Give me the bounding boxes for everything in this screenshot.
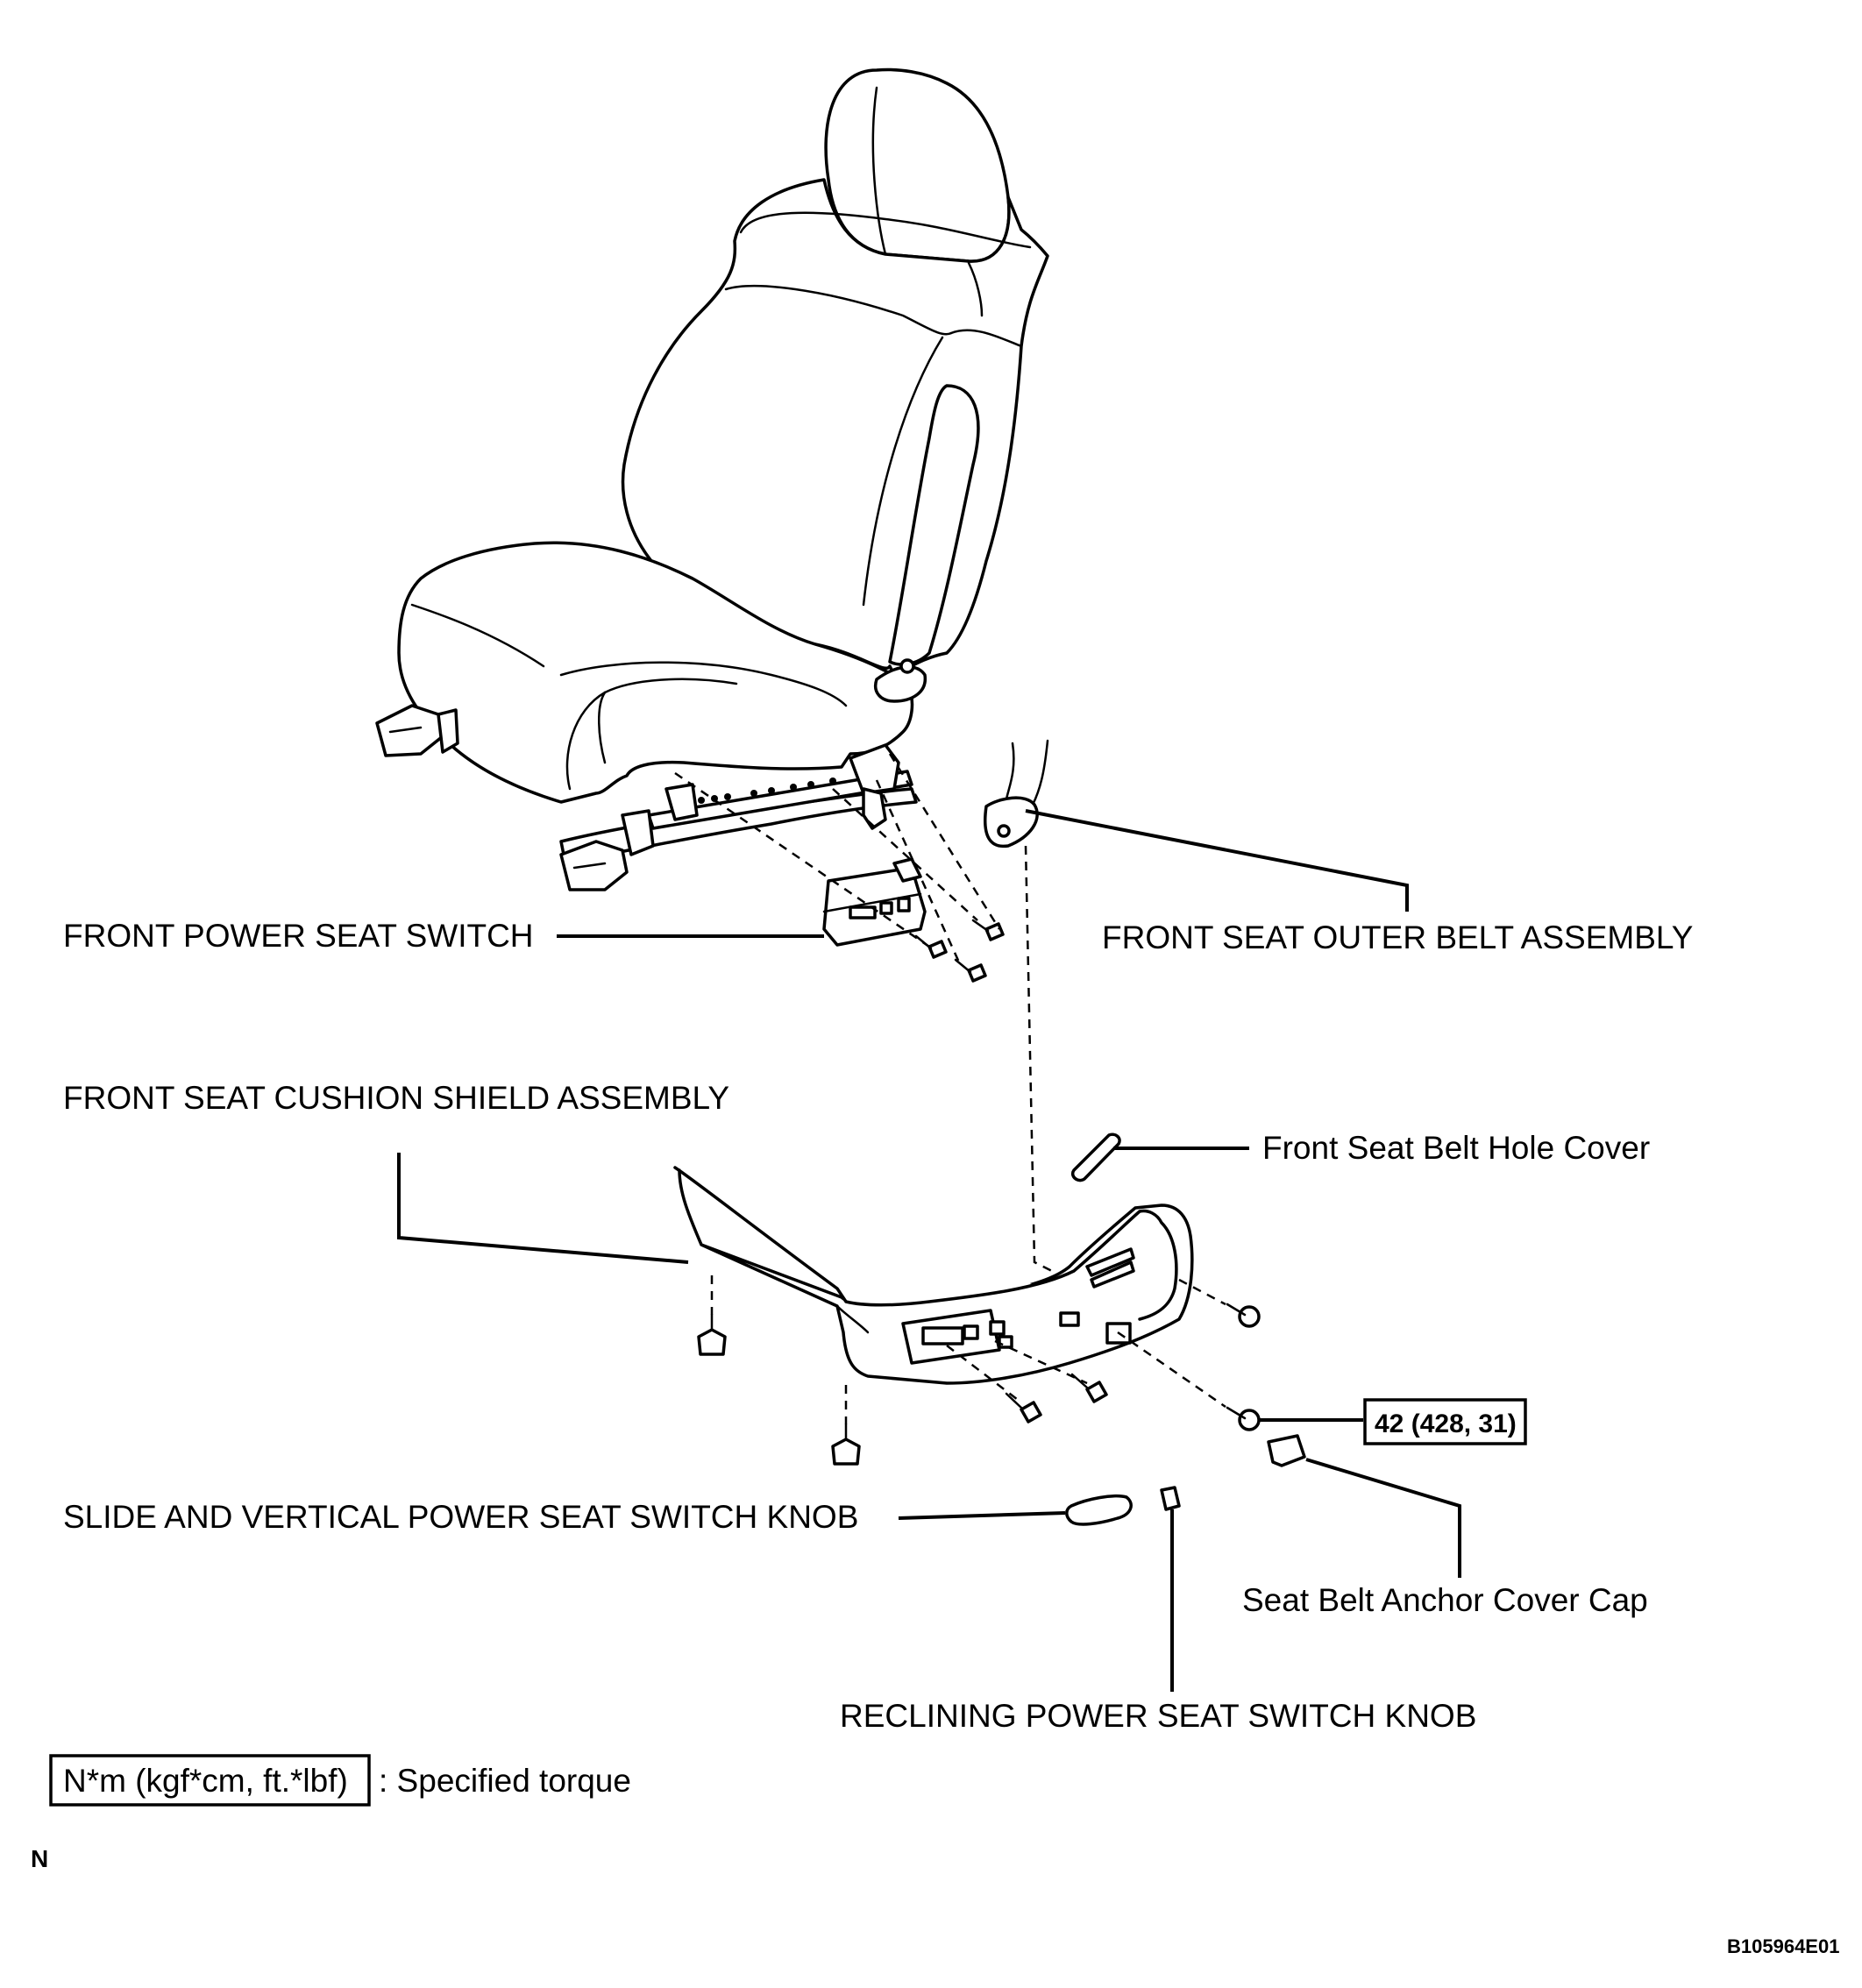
legend-unit-box bbox=[49, 1754, 371, 1807]
slide-vertical-switch-knob-part bbox=[1065, 1494, 1133, 1526]
front-seat-illustration bbox=[375, 67, 1049, 891]
torque-value-box bbox=[1363, 1398, 1527, 1445]
view-marker: N bbox=[31, 1845, 48, 1872]
label-front-seat-cushion-shield-assembly: FRONT SEAT CUSHION SHIELD ASSEMBLY bbox=[63, 1080, 729, 1116]
front-seat-cushion-shield-part bbox=[673, 1166, 1194, 1385]
screw-icon bbox=[914, 919, 1005, 983]
alignment-dashed-lines bbox=[674, 753, 1226, 1424]
label-seat-belt-anchor-cover-cap: Seat Belt Anchor Cover Cap bbox=[1242, 1582, 1648, 1618]
legend-meaning-text: : Specified torque bbox=[379, 1763, 631, 1799]
front-power-seat-switch-part bbox=[822, 857, 927, 947]
leader-lines bbox=[397, 809, 1461, 1692]
label-slide-vertical-switch-knob: SLIDE AND VERTICAL POWER SEAT SWITCH KNO… bbox=[63, 1499, 858, 1535]
label-front-seat-outer-belt-assembly: FRONT SEAT OUTER BELT ASSEMBLY bbox=[1102, 919, 1693, 955]
label-reclining-switch-knob: RECLINING POWER SEAT SWITCH KNOB bbox=[840, 1698, 1476, 1734]
label-front-power-seat-switch: FRONT POWER SEAT SWITCH bbox=[63, 918, 534, 954]
seat-belt-strap-part bbox=[984, 739, 1049, 848]
bolt-icon bbox=[697, 1303, 1261, 1466]
torque-value-label: 42 (428, 31) bbox=[1375, 1409, 1517, 1438]
label-front-seat-belt-hole-cover: Front Seat Belt Hole Cover bbox=[1262, 1130, 1650, 1166]
front-seat-belt-hole-cover-part bbox=[1071, 1132, 1121, 1182]
seat-belt-anchor-cover-cap-part bbox=[1267, 1434, 1306, 1467]
legend-unit-text: N*m (kgf*cm, ft.*lbf) bbox=[63, 1763, 348, 1799]
figure-code: B105964E01 bbox=[1727, 1935, 1839, 1957]
reclining-switch-knob-part bbox=[1160, 1486, 1181, 1511]
